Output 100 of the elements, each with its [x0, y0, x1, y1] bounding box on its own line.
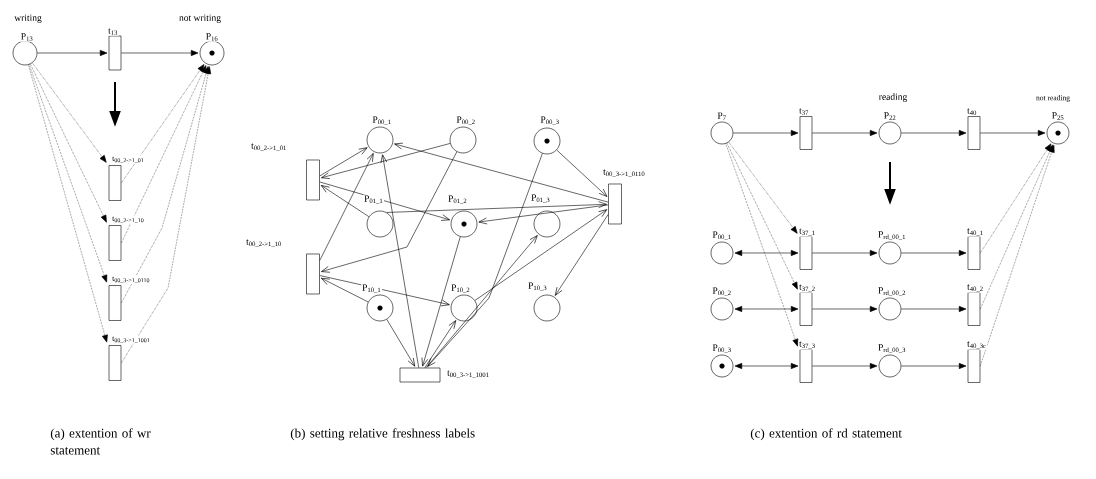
arrow	[319, 153, 374, 261]
arrow	[32, 62, 107, 163]
arrow	[319, 147, 368, 177]
place-circle	[878, 297, 902, 321]
node-label: reading	[877, 92, 909, 103]
transition-bar	[799, 116, 813, 150]
arrow	[386, 201, 607, 213]
arrow	[424, 320, 457, 368]
place-circle	[366, 210, 394, 238]
transition-bar	[608, 183, 622, 225]
node-label: P$_{01_3}$	[530, 193, 551, 204]
transition-bar	[108, 225, 122, 261]
node-label: writing	[13, 13, 43, 24]
transition-bar	[967, 292, 981, 326]
transition-bar	[399, 367, 441, 383]
node-label: P$_{rd_00_3}$	[877, 343, 907, 354]
caption: (a) extention of wr statement	[50, 428, 151, 455]
place-circle	[878, 354, 902, 378]
place-circle	[710, 354, 734, 378]
arrow	[321, 151, 458, 273]
arrow	[478, 204, 609, 225]
arrow	[28, 64, 108, 343]
arrow	[980, 130, 1046, 136]
node-label: t$_{13}$	[107, 27, 119, 36]
node-label: P$_{01_1}$	[363, 194, 384, 205]
node-label: P$_{16}$	[205, 32, 220, 42]
place-circle	[533, 210, 561, 238]
node-label: P$_{00_2}$	[711, 286, 733, 297]
node-label: P$_{00_3}$	[711, 343, 733, 354]
node-label: not writing	[178, 13, 222, 24]
place-circle	[710, 241, 734, 265]
arrow	[474, 209, 608, 301]
node-label: t$_{37_3}$	[798, 340, 817, 350]
arrow	[121, 66, 210, 304]
arrow	[734, 306, 799, 312]
node-label: t$_{37_1}$	[798, 227, 817, 237]
arrow	[386, 319, 416, 367]
arrow	[812, 306, 878, 312]
transition-bar	[108, 35, 122, 71]
node-label: P$_{00_1}$	[371, 115, 393, 126]
node-label: t$_{00_3->1_1001}$	[111, 335, 151, 344]
node-label: t$_{00_3->1_1001}$	[446, 369, 491, 379]
arrow	[121, 66, 212, 364]
node-label: t$_{40_2}$	[966, 283, 985, 293]
node-label: P$_{10_1}$	[361, 283, 382, 294]
arrow	[901, 306, 967, 312]
arrow	[30, 63, 107, 223]
node-label: P$_{22}$	[883, 111, 897, 121]
arrow	[121, 64, 205, 184]
node-label: t$_{00_2->1_01}$	[250, 142, 288, 152]
transition-bar	[967, 236, 981, 270]
caption: (c) extention of rd statement	[750, 428, 902, 441]
node-label: t$_{00_3->1_0110}$	[602, 168, 646, 178]
place-circle	[450, 210, 478, 238]
arrow	[901, 363, 967, 369]
caption: (b) setting relative freshness labels	[290, 428, 475, 441]
place-circle	[878, 241, 902, 265]
node-label: t$_{00_3->1_0110}$	[111, 275, 151, 284]
node-label: P$_{00_3}$	[539, 115, 561, 126]
node-label: t$_{00_2->1_01}$	[111, 155, 145, 164]
arrow	[812, 130, 878, 136]
place-circle	[710, 121, 734, 145]
place-circle	[878, 121, 902, 145]
node-label: t$_{40}$	[966, 107, 978, 116]
place-circle	[710, 297, 734, 321]
place-circle	[366, 294, 394, 322]
arrow	[425, 235, 538, 368]
arrow	[726, 142, 798, 290]
transition-bar	[799, 236, 813, 270]
arrow	[121, 65, 207, 244]
node-label: t$_{40_3c}$	[966, 340, 988, 350]
node-label: P$_{7}$	[716, 111, 728, 121]
arrow	[901, 250, 967, 256]
arrow	[394, 142, 609, 203]
arrow	[319, 275, 450, 307]
place-circle	[533, 127, 561, 155]
arrow	[556, 149, 608, 197]
arrow	[980, 144, 1054, 310]
arrow	[320, 277, 369, 303]
place-circle	[12, 40, 38, 66]
arrow	[728, 141, 798, 234]
place-circle	[366, 126, 394, 154]
place-circle	[1046, 121, 1070, 145]
arrow	[121, 50, 199, 56]
place-circle	[533, 294, 561, 322]
node-label: t$_{37}$	[798, 107, 810, 116]
node-label: P$_{25}$	[1051, 111, 1065, 121]
transition-bar	[306, 253, 320, 295]
arrow	[421, 236, 461, 367]
node-label: P$_{00_1}$	[711, 230, 733, 241]
transition-bar	[799, 349, 813, 383]
node-label: P$_{rd_00_1}$	[877, 230, 907, 241]
node-label: P$_{rd_00_2}$	[877, 286, 907, 297]
arrow	[319, 181, 450, 221]
arrow	[37, 50, 108, 56]
transition-bar	[108, 165, 122, 201]
arrow	[320, 185, 370, 217]
arrow	[28, 64, 108, 283]
node-label: t$_{00_2->1_10}$	[111, 215, 145, 224]
transition-bar	[306, 159, 320, 201]
